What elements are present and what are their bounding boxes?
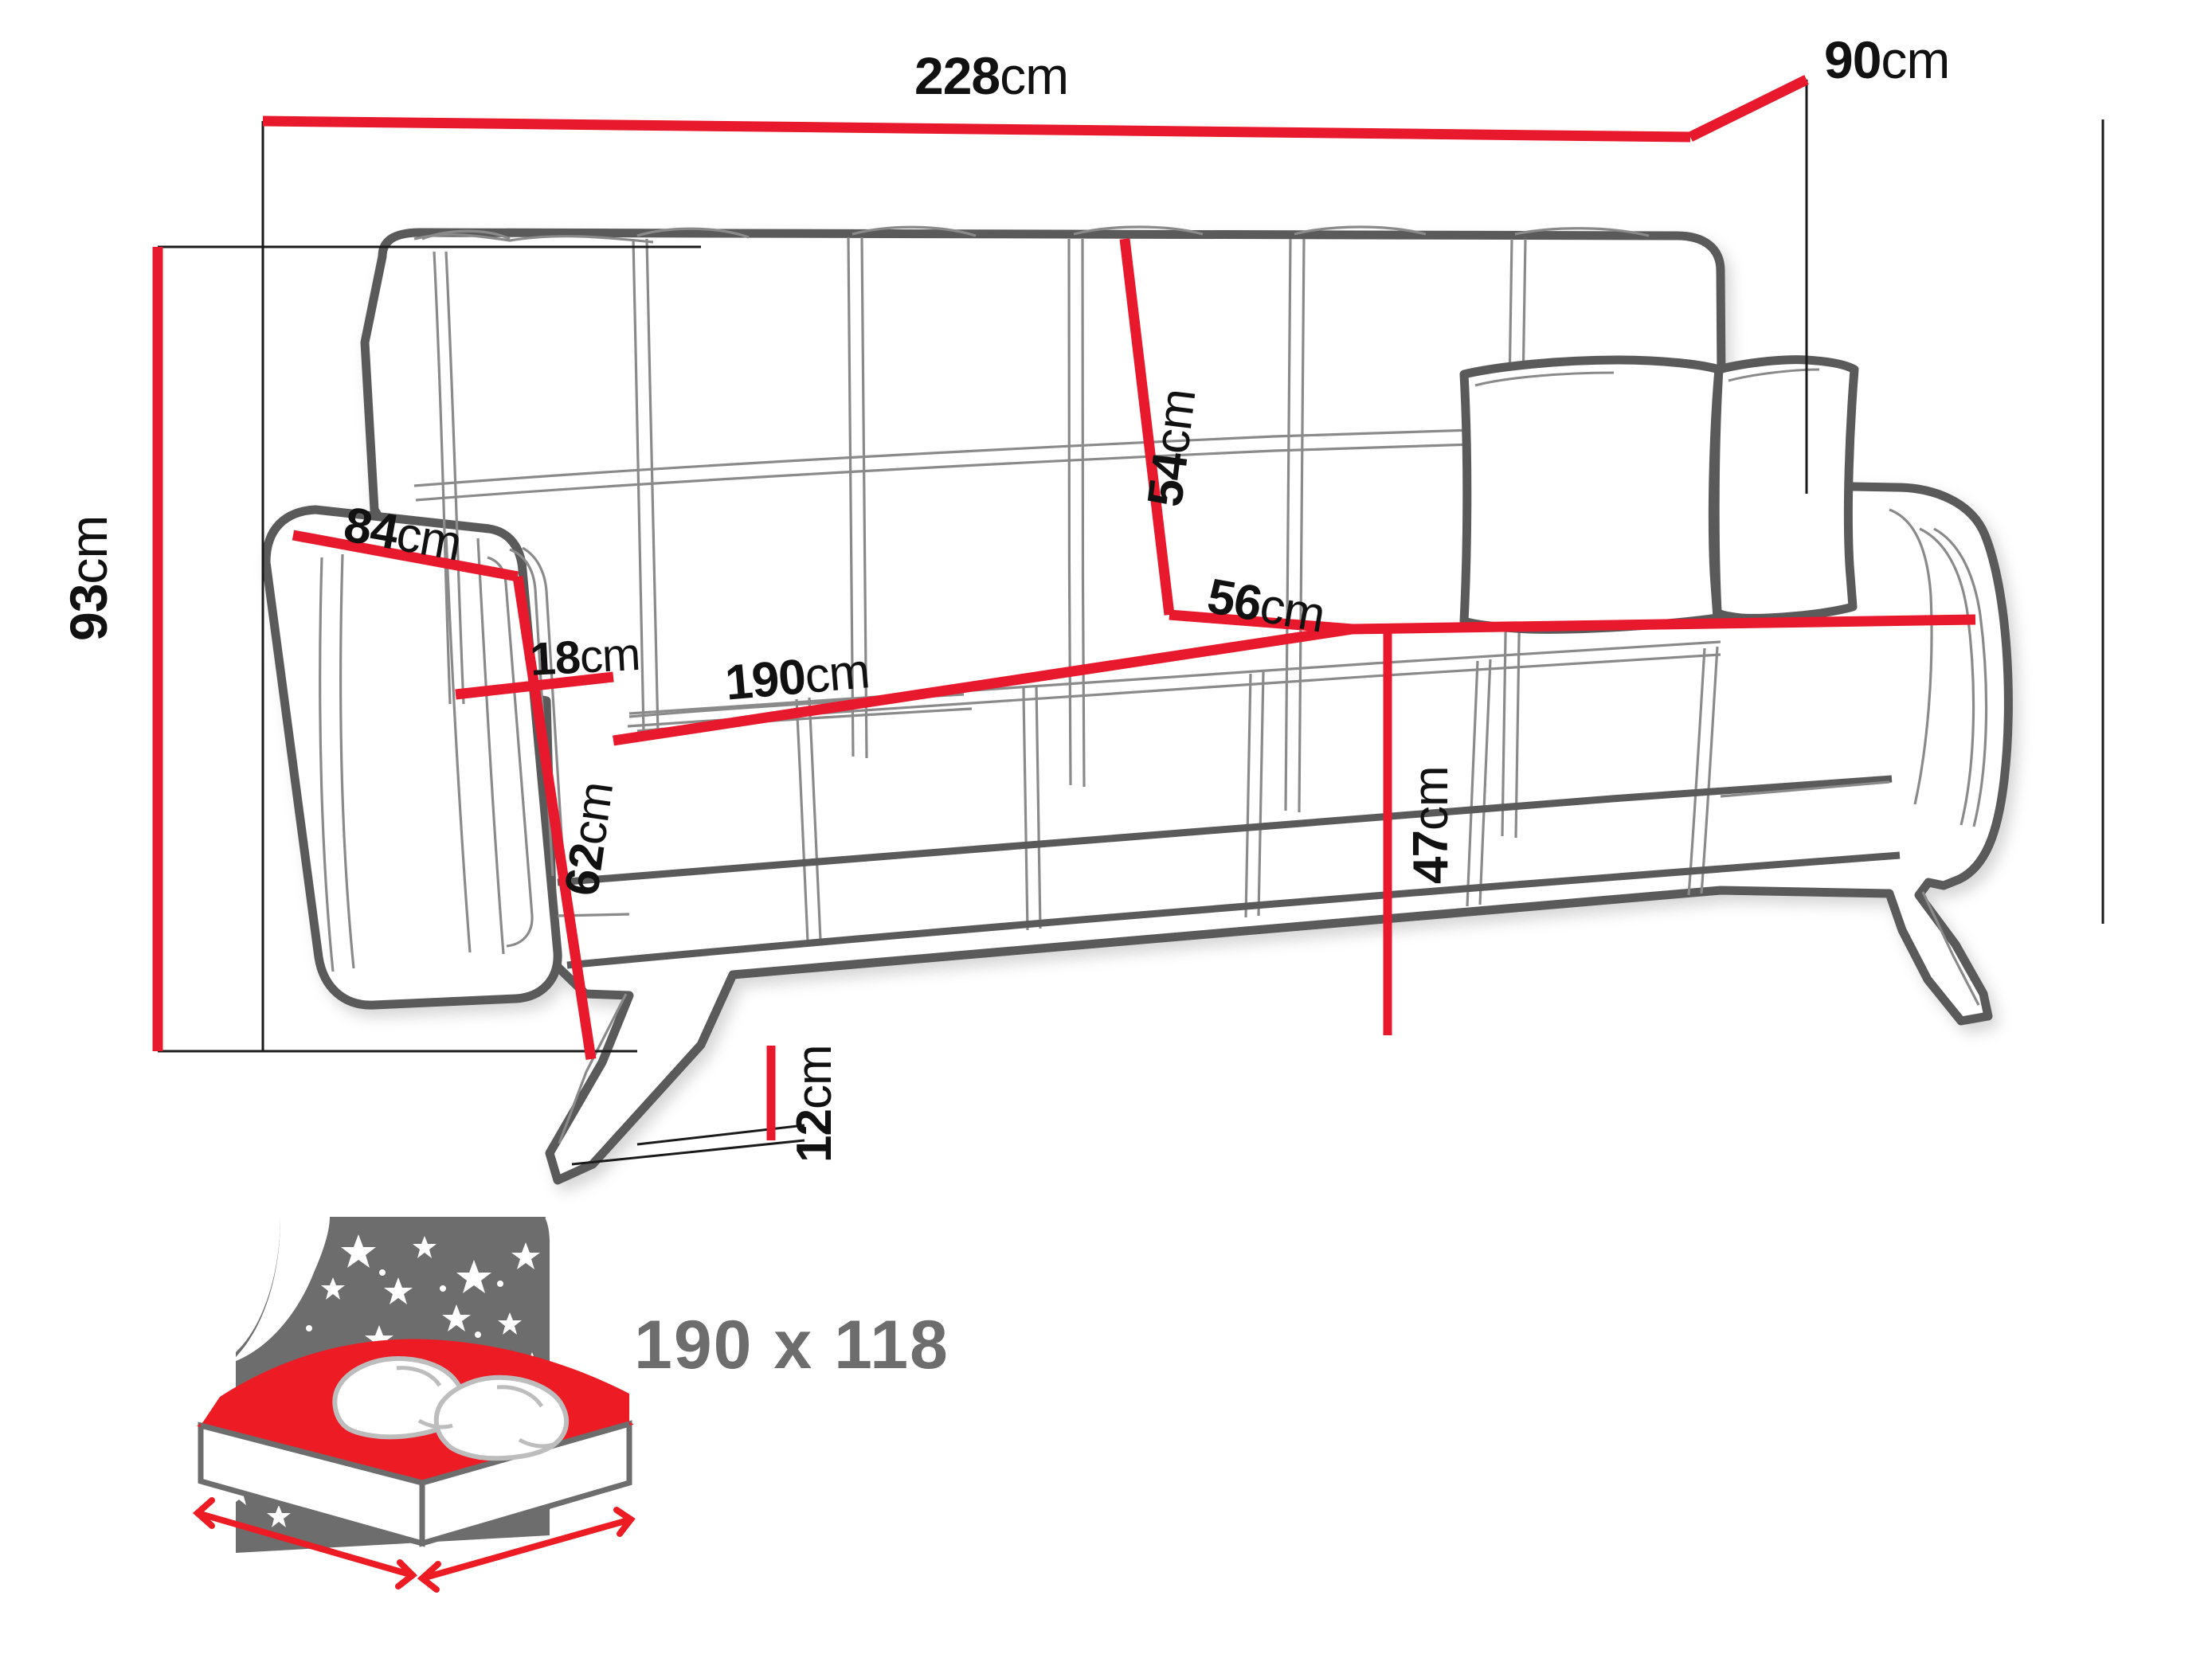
pillow-detail-lines — [1474, 368, 1820, 387]
dimline-armrest-height — [512, 576, 597, 1060]
mattress-dimension-arrows — [192, 1497, 636, 1593]
label-overall-width: 228cm — [914, 46, 1069, 105]
dimline-overall-width — [262, 115, 1691, 143]
decorative-pillow-right — [1710, 355, 1859, 623]
sleeping-face-lines — [396, 1366, 554, 1449]
dimline-seat-width — [613, 624, 1353, 746]
label-overall-depth: 90cm — [1824, 30, 1950, 89]
decorative-pillow-left — [1459, 355, 1724, 634]
moon-crescent-icon — [229, 1217, 330, 1363]
dimline-overall-depth — [1688, 75, 1809, 142]
sleeping-area-label: 190 x 118 — [634, 1307, 949, 1383]
sofa-detail-lines — [319, 225, 1988, 1144]
dimline-backrest-height — [1119, 238, 1175, 616]
dimline-armrest-length — [292, 530, 519, 582]
dimline-seat-depth — [1169, 609, 1353, 635]
dimline-seat-width-right — [1352, 614, 1976, 635]
